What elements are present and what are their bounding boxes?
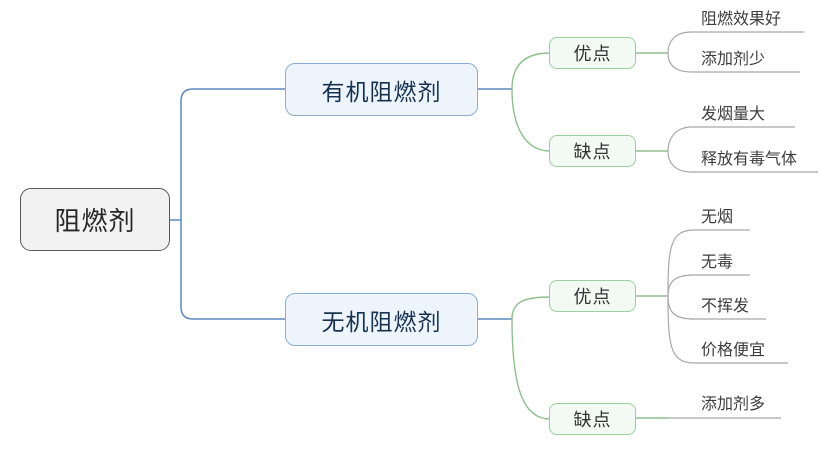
leaf-non-volatile[interactable]: 不挥发 — [701, 298, 750, 315]
node-inorganic-cons[interactable]: 缺点 — [549, 403, 636, 435]
node-organic-pros[interactable]: 优点 — [549, 37, 636, 69]
node-inorganic-flame-retardant[interactable]: 无机阻燃剂 — [285, 293, 478, 346]
connector-inorganic-pros — [511, 296, 551, 320]
leaf-good-flame-retardancy[interactable]: 阻燃效果好 — [701, 11, 782, 28]
node-root[interactable]: 阻燃剂 — [20, 188, 170, 251]
connector-leaf-c2 — [667, 274, 750, 297]
leaf-cheap-price[interactable]: 价格便宜 — [701, 342, 766, 359]
connector-root-organic — [180, 88, 285, 220]
leaf-less-additive[interactable]: 添加剂少 — [701, 51, 766, 68]
leaf-non-toxic[interactable]: 无毒 — [701, 254, 734, 271]
node-organic-cons[interactable]: 缺点 — [549, 135, 636, 167]
connector-organic-cons — [511, 88, 551, 152]
node-inorganic-pros[interactable]: 优点 — [549, 280, 636, 312]
leaf-large-smoke[interactable]: 发烟量大 — [701, 106, 766, 123]
leaf-no-smoke[interactable]: 无烟 — [701, 209, 734, 226]
connector-inorganic-cons — [511, 318, 551, 420]
leaf-more-additive[interactable]: 添加剂多 — [701, 396, 766, 413]
connector-root-inorganic — [180, 220, 285, 320]
node-organic-flame-retardant[interactable]: 有机阻燃剂 — [285, 63, 478, 116]
connector-organic-pros — [511, 52, 551, 90]
leaf-toxic-gas[interactable]: 释放有毒气体 — [701, 151, 798, 168]
